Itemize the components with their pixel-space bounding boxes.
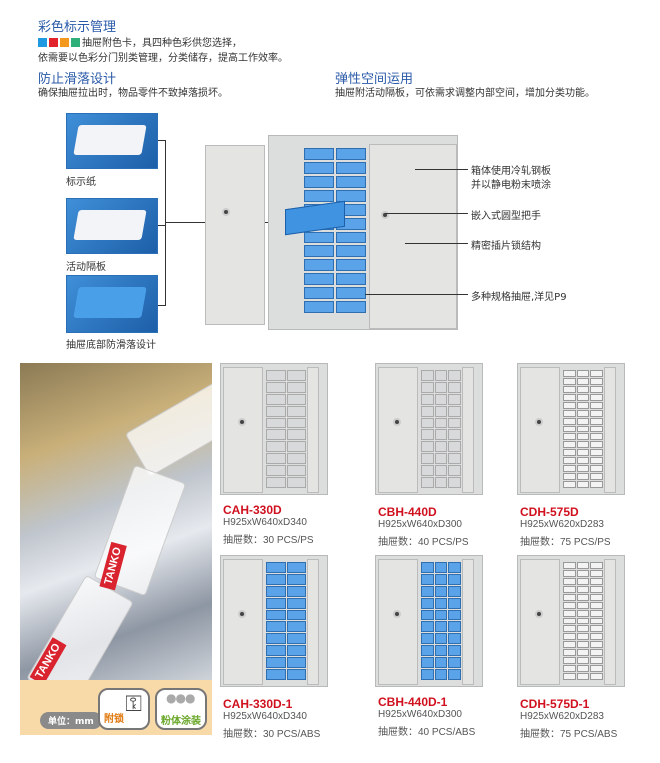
space-line: 抽屉附活动隔板，可依需求调整内部空间，增加分类功能。 — [335, 88, 595, 99]
product-drawer-count: 抽屉数：30 PCS/ABS — [223, 729, 321, 740]
product-drawer-count: 抽屉数：40 PCS/ABS — [378, 727, 476, 738]
dots-icon: ●●● — [166, 691, 195, 705]
product-dims: H925xW640xD340 — [223, 517, 307, 528]
product-dims: H925xW640xD300 — [378, 519, 462, 530]
lock-badge: ⚿ 附锁 — [98, 688, 150, 730]
product-drawer-count: 抽屉数：40 PCS/PS — [378, 537, 469, 548]
round-handle-icon — [381, 211, 389, 219]
product-dims: H925xW620xD283 — [520, 711, 604, 722]
product-cabinet-image — [220, 555, 328, 687]
product-model: CBH-440D-1 — [378, 695, 448, 709]
product-drawer-count: 抽屉数：75 PCS/PS — [520, 537, 611, 548]
callout-drawers: 多种规格抽屉,洋见P9 — [471, 292, 567, 303]
label-paper-image — [66, 113, 158, 169]
product-drawer-count: 抽屉数：75 PCS/ABS — [520, 729, 618, 740]
callout-handle: 嵌入式圆型把手 — [471, 211, 541, 222]
callout-body-2: 并以静电粉末喷涂 — [471, 180, 551, 191]
product-drawer-count: 抽屉数：30 PCS/PS — [223, 535, 314, 546]
swatch-red — [49, 38, 58, 47]
space-title: 弹性空间运用 — [335, 72, 414, 87]
color-line2: 依需要以色彩分门别类管理，分类储存，提高工作效率。 — [38, 53, 288, 64]
swatch-green — [71, 38, 80, 47]
slip-line: 确保抽屉拉出时，物品零件不致掉落损坏。 — [38, 88, 228, 99]
product-cabinet-image — [220, 363, 328, 495]
product-cabinet-image — [517, 555, 625, 687]
color-line1: 抽屉附色卡，具四种色彩供您选择， — [38, 34, 242, 49]
divider-image — [66, 198, 158, 254]
product-dims: H925xW640xD300 — [378, 709, 462, 720]
product-model: CDH-575D — [520, 505, 579, 519]
key-icon: ⚿ — [125, 692, 142, 717]
product-model: CAH-330D — [223, 503, 282, 517]
product-cabinet-image — [375, 555, 483, 687]
product-model: CDH-575D-1 — [520, 697, 590, 711]
callout-lock: 精密插片锁结构 — [471, 241, 541, 252]
swatch-blue — [38, 38, 47, 47]
product-dims: H925xW620xD283 — [520, 519, 604, 530]
open-door — [205, 145, 265, 325]
slip-title: 防止滑落设计 — [38, 72, 117, 87]
feature-bar: 单位：mm ⚿ 附锁 ●●● 粉体涂装 — [20, 680, 212, 735]
color-title: 彩色标示管理 — [38, 20, 117, 35]
color-desc-1: 抽屉附色卡，具四种色彩供您选择， — [82, 38, 242, 49]
product-cabinet-image — [517, 363, 625, 495]
callout-body-1: 箱体使用冷轧钢板 — [471, 166, 551, 177]
main-cabinet — [268, 135, 458, 330]
swatch-orange — [60, 38, 69, 47]
anti-slip-image — [66, 275, 158, 333]
powder-coat-badge: ●●● 粉体涂装 — [155, 688, 207, 730]
parts-photo: TANKO TANKO — [20, 363, 212, 680]
product-dims: H925xW640xD340 — [223, 711, 307, 722]
product-model: CBH-440D — [378, 505, 437, 519]
unit-label: 单位：mm — [40, 712, 102, 729]
product-model: CAH-330D-1 — [223, 697, 293, 711]
thumb-label-2: 活动隔板 — [66, 262, 106, 273]
thumb-label-3: 抽屉底部防滑落设计 — [66, 340, 156, 351]
product-cabinet-image — [375, 363, 483, 495]
thumb-label-1: 标示纸 — [66, 177, 96, 188]
